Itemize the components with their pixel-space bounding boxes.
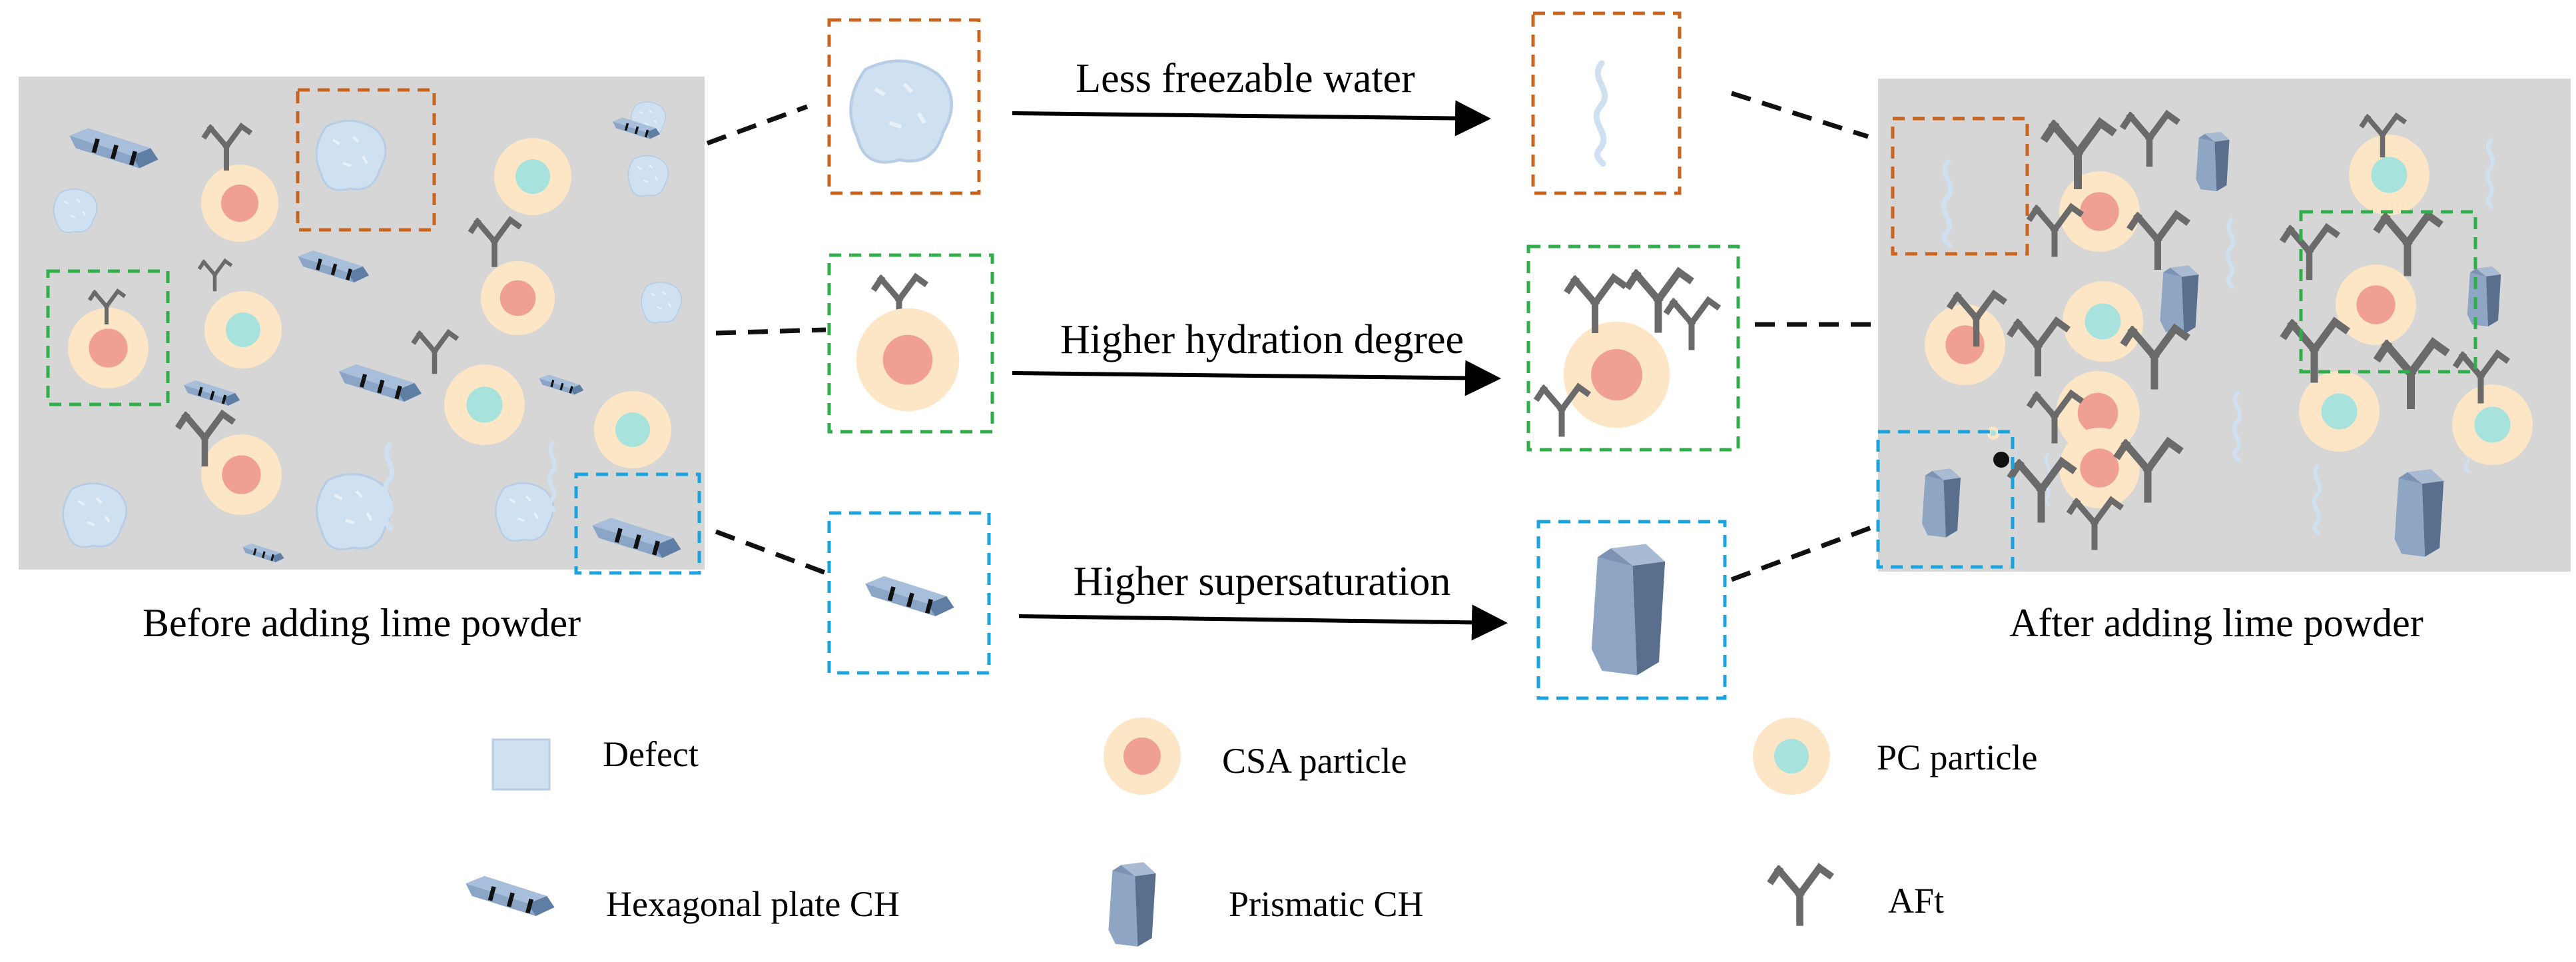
- legend-hex-ch-label: Hexagonal plate CH: [606, 884, 900, 924]
- after-defect-box: [1891, 117, 2029, 256]
- row-less-freezable-water: Less freezable water: [827, 11, 1682, 195]
- legend-pc: PC particle: [1753, 718, 2037, 795]
- legend: Defect CSA particle PC particle Hexagona…: [466, 718, 2037, 947]
- arrow-label-1: Less freezable water: [1076, 56, 1415, 101]
- row-higher-supersaturation: Higher supersaturation: [827, 511, 1727, 700]
- defect-highlight-box: [296, 88, 436, 232]
- legend-defect-label: Defect: [603, 734, 699, 774]
- ch-highlight-box: [574, 472, 701, 575]
- legend-aft-label: AFt: [1888, 881, 1944, 921]
- legend-csa: CSA particle: [1104, 718, 1407, 795]
- arrow-label-2: Higher hydration degree: [1060, 317, 1464, 362]
- legend-prism-ch-label: Prismatic CH: [1229, 884, 1424, 924]
- legend-pc-label: PC particle: [1877, 737, 2037, 777]
- legend-hex-ch: Hexagonal plate CH: [466, 876, 900, 924]
- after-ch-box: [1876, 430, 2015, 569]
- legend-defect: Defect: [491, 734, 699, 791]
- after-particle-box: [2299, 210, 2477, 374]
- particle-highlight-box: [46, 269, 170, 406]
- after-panel: [1876, 79, 2571, 572]
- legend-prism-ch: Prismatic CH: [1108, 862, 1424, 947]
- legend-csa-label: CSA particle: [1222, 741, 1407, 781]
- zoom-connectors: [706, 91, 1876, 582]
- legend-aft: AFt: [1772, 868, 1944, 923]
- row-higher-hydration-degree: Higher hydration degree: [827, 244, 1740, 452]
- arrow-label-3: Higher supersaturation: [1074, 559, 1450, 604]
- after-caption: After adding lime powder: [2009, 601, 2423, 645]
- before-panel: [19, 77, 705, 575]
- before-caption: Before adding lime powder: [143, 601, 581, 645]
